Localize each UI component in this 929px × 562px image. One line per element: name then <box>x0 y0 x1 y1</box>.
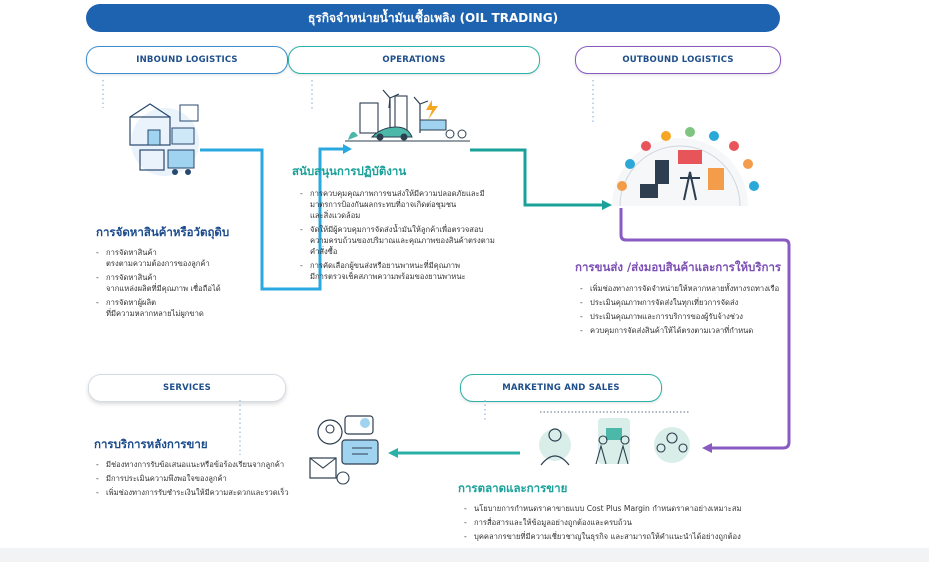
flow-arrow-inbound-to-operations <box>200 147 345 291</box>
sales-team-icon <box>539 411 690 466</box>
marketing-list: นโยบายการกำหนดราคาขายแบบ Cost Plus Margi… <box>464 503 824 545</box>
outbound-item: ประเมินคุณภาพการจัดส่งในทุกเที่ยวการจัดส… <box>580 297 790 308</box>
marketing-and-sales-label: MARKETING AND SALES <box>460 374 662 402</box>
page-title: ธุรกิจจำหน่ายน้ำมันเชื้อเพลิง (OIL TRADI… <box>86 4 780 32</box>
services-item: มีช่องทางการรับข้อเสนอแนะหรือข้อร้องเรีย… <box>96 459 336 470</box>
inbound-list: การจัดหาสินค้า ตรงตามความต้องการของลูกค้… <box>96 247 276 322</box>
services-heading: การบริการหลังการขาย <box>94 437 208 451</box>
marketing-item: การสื่อสารและให้ข้อมูลอย่างถูกต้องและครบ… <box>464 517 824 528</box>
outbound-item: เพิ่มช่องทางการจัดจำหน่ายให้หลากหลายทั้ง… <box>580 283 790 294</box>
operations-list: การควบคุมคุณภาพการขนส่งให้มีความปลอดภัยแ… <box>300 188 560 285</box>
operations-label: OPERATIONS <box>288 46 540 74</box>
green-energy-city-icon <box>345 89 470 142</box>
marketing-item: นโยบายการกำหนดราคาขายแบบ Cost Plus Margi… <box>464 503 824 514</box>
inbound-item: การจัดหาผู้ผลิต ที่มีความหลากหลายไม่ผูกข… <box>96 297 276 319</box>
marketing-heading: การตลาดและการขาย <box>458 481 568 495</box>
outbound-list: เพิ่มช่องทางการจัดจำหน่ายให้หลากหลายทั้ง… <box>580 283 790 339</box>
operations-item: การควบคุมคุณภาพการขนส่งให้มีความปลอดภัยแ… <box>300 188 560 221</box>
services-item: เพิ่มช่องทางการรับชำระเงินให้มีความสะดวก… <box>96 487 336 498</box>
operations-heading: สนับสนุนการปฏิบัติงาน <box>292 164 407 178</box>
flow-arrow-outbound-to-marketing <box>619 208 791 450</box>
inbound-logistics-label: INBOUND LOGISTICS <box>86 46 288 74</box>
inbound-item: การจัดหาสินค้า จากแหล่งผลิตที่มีคุณภาพ เ… <box>96 272 276 294</box>
flow-arrow-operations-to-outbound <box>470 148 602 207</box>
footer-band <box>0 548 929 562</box>
services-list: มีช่องทางการรับข้อเสนอแนะหรือข้อร้องเรีย… <box>96 459 336 501</box>
services-label: SERVICES <box>88 374 286 402</box>
inbound-heading: การจัดหาสินค้าหรือวัตถุดิบ <box>96 225 230 239</box>
outbound-heading: การขนส่ง /ส่งมอบสินค้าและการให้บริการ <box>575 260 782 274</box>
warehouse-logistics-icon <box>129 103 199 176</box>
marketing-item: บุคคลากรขายที่มีความเชี่ยวชาญในธุรกิจ แล… <box>464 531 824 542</box>
outbound-logistics-label: OUTBOUND LOGISTICS <box>575 46 781 74</box>
outbound-item: ควบคุมการจัดส่งสินค้าให้ได้ตรงตามเวลาที่… <box>580 325 790 336</box>
operations-item: จัดให้มีผู้ควบคุมการจัดส่งน้ำมันให้ลูกค้… <box>300 224 560 257</box>
oil-industry-icon <box>612 127 759 207</box>
operations-item: การคัดเลือกผู้ขนส่งหรือยานพาหนะที่มีคุณภ… <box>300 260 560 282</box>
outbound-item: ประเมินคุณภาพและการบริการของผู้รับจ้างช่… <box>580 311 790 322</box>
inbound-item: การจัดหาสินค้า ตรงตามความต้องการของลูกค้… <box>96 247 276 269</box>
services-item: มีการประเมินความพึงพอใจของลูกค้า <box>96 473 336 484</box>
